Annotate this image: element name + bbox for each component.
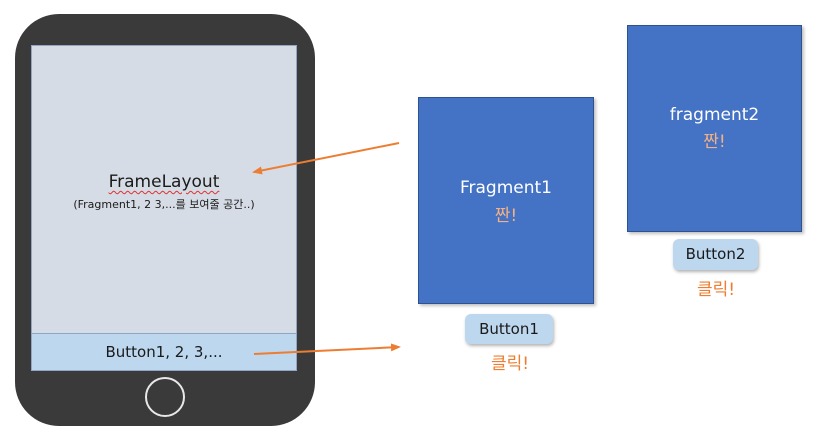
frame-layout-title: FrameLayout — [108, 172, 220, 192]
home-button[interactable] — [145, 377, 185, 417]
button1[interactable]: Button1 — [465, 314, 553, 344]
arrow-to-frame-layout — [252, 142, 400, 175]
arrow-from-button-bar — [253, 343, 401, 355]
button2-click-label: 클릭! — [696, 280, 736, 300]
fragment2-box: fragment2 짠! — [627, 25, 802, 232]
fragment2-pop-text: 짠! — [703, 132, 726, 152]
button-bar[interactable]: Button1, 2, 3,... — [32, 333, 296, 370]
fragment1-box: Fragment1 짠! — [418, 97, 594, 304]
frame-layout-subtitle: (Fragment1, 2 3,...를 보여줄 공간..) — [73, 198, 255, 211]
fragment1-title: Fragment1 — [459, 178, 552, 198]
frame-layout-area: FrameLayout (Fragment1, 2 3,...를 보여줄 공간.… — [32, 46, 296, 333]
phone-screen: FrameLayout (Fragment1, 2 3,...를 보여줄 공간.… — [31, 45, 297, 371]
fragment1-pop-text: 짠! — [494, 206, 518, 226]
button1-click-label: 클릭! — [490, 354, 530, 374]
fragment2-title: fragment2 — [669, 105, 760, 125]
button2[interactable]: Button2 — [673, 239, 758, 270]
